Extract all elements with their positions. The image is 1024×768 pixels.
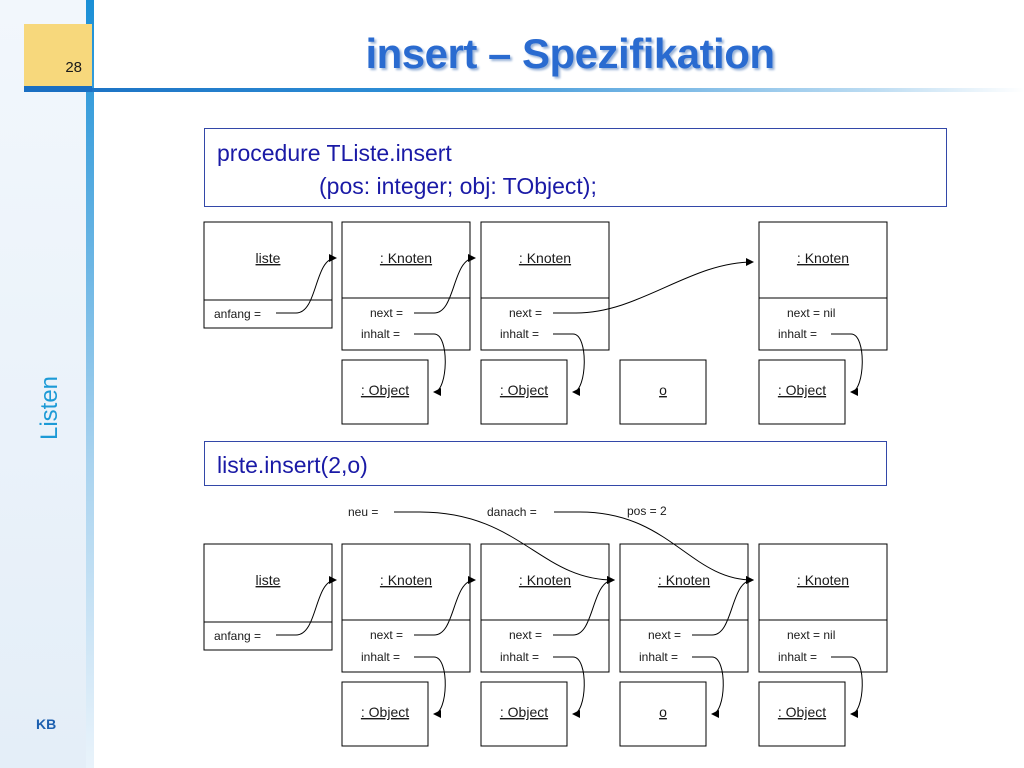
bottom-knoten-3-inhalt: inhalt = [778,650,817,664]
danach-label: danach = [487,505,537,519]
top-object-o [619,359,707,425]
bottom-anfang-label: anfang = [214,629,261,643]
top-knoten-1-inhalt: inhalt = [361,327,400,341]
neu-label: neu = [348,505,378,519]
top-knoten-1-next: next = [370,306,403,320]
bottom-object-o [619,681,707,747]
top-knoten-2-label: : Knoten [519,250,571,266]
top-knoten-3 [758,221,888,351]
top-knoten-1-label: : Knoten [380,250,432,266]
bottom-knoten-new-label: : Knoten [658,572,710,588]
call-example-text: liste.insert(2,o) [217,452,368,478]
bottom-pointer-arrows [276,511,863,718]
sidebar [0,0,86,768]
header-rule [24,88,1024,92]
top-object-2 [480,359,568,425]
bottom-object-1-label: : Object [361,704,409,720]
bottom-object-1 [341,681,429,747]
bottom-object-3 [758,681,846,747]
top-liste-object [203,221,333,329]
bottom-knoten-2-label: : Knoten [519,572,571,588]
top-object-3 [758,359,846,425]
top-liste-label: liste [256,250,281,266]
sidebar-accent-bar [86,0,94,768]
top-object-o-label: o [659,382,667,398]
bottom-liste-label: liste [256,572,281,588]
procedure-signature-box: procedure TListe.insert (pos: integer; o… [204,128,947,207]
bottom-knoten-1-next: next = [370,628,403,642]
top-knoten-1 [341,221,471,351]
top-object-2-label: : Object [500,382,548,398]
bottom-knoten-3-next: next = nil [787,628,835,642]
bottom-knoten-new-next: next = [648,628,681,642]
top-knoten-2-next: next = [509,306,542,320]
top-knoten-2-inhalt: inhalt = [500,327,539,341]
bottom-knoten-1-inhalt: inhalt = [361,650,400,664]
footer-initials: KB [36,716,57,732]
bottom-knoten-new [619,543,749,673]
top-object-1 [341,359,429,425]
top-knoten-2 [480,221,610,351]
top-knoten-3-next: next = nil [787,306,835,320]
top-anfang-label: anfang = [214,307,261,321]
bottom-knoten-3 [758,543,888,673]
page-number-badge: 28 [24,24,92,92]
bottom-object-2-label: : Object [500,704,548,720]
bottom-object-2 [480,681,568,747]
procedure-signature-line1: procedure TListe.insert [217,140,452,166]
bottom-knoten-2-next: next = [509,628,542,642]
bottom-object-o-label: o [659,704,667,720]
page-number: 28 [65,59,82,76]
bottom-knoten-1 [341,543,471,673]
sidebar-section-label: Listen [36,375,63,441]
top-object-1-label: : Object [361,382,409,398]
bottom-liste-object [203,543,333,651]
procedure-signature-line2: (pos: integer; obj: TObject); [319,173,597,199]
slide-title: insert – Spezifikation [365,30,775,77]
top-pointer-arrows [276,254,863,396]
call-example-box: liste.insert(2,o) [204,441,887,486]
bottom-object-3-label: : Object [778,704,826,720]
bottom-knoten-2-inhalt: inhalt = [500,650,539,664]
top-knoten-3-label: : Knoten [797,250,849,266]
bottom-knoten-2 [480,543,610,673]
bottom-knoten-1-label: : Knoten [380,572,432,588]
bottom-knoten-new-inhalt: inhalt = [639,650,678,664]
pos-label: pos = 2 [627,504,667,518]
top-knoten-3-inhalt: inhalt = [778,327,817,341]
bottom-knoten-3-label: : Knoten [797,572,849,588]
top-object-3-label: : Object [778,382,826,398]
